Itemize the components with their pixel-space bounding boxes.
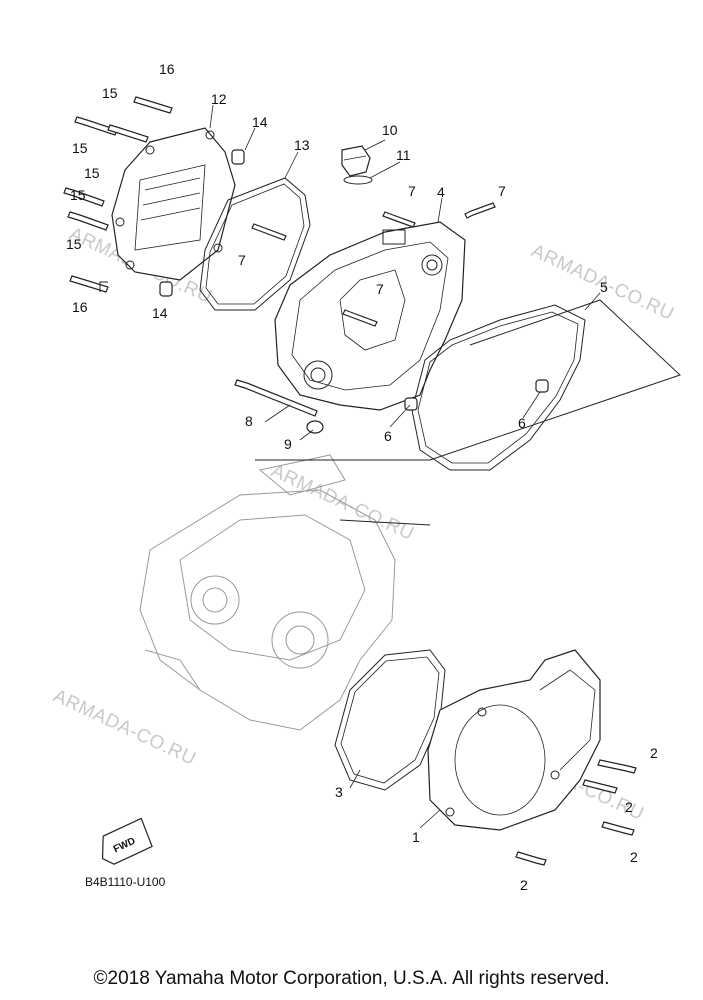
callout-16: 16 bbox=[159, 61, 175, 77]
callout-6: 6 bbox=[384, 428, 392, 444]
crankcase-cover-4 bbox=[274, 221, 466, 411]
callout-12: 12 bbox=[211, 91, 227, 107]
callout-15: 15 bbox=[84, 165, 100, 181]
oil-filler-cap-10 bbox=[341, 145, 371, 177]
bolts-7 bbox=[251, 202, 496, 327]
callout-15: 15 bbox=[102, 85, 118, 101]
engine-crankcase bbox=[139, 454, 396, 731]
callout-7: 7 bbox=[498, 183, 506, 199]
callout-13: 13 bbox=[294, 137, 310, 153]
callout-5: 5 bbox=[600, 279, 608, 295]
crankcase-cover-1 bbox=[427, 649, 601, 831]
watermark: ARMADA-CO.RU bbox=[50, 685, 199, 769]
callout-8: 8 bbox=[245, 413, 253, 429]
callout-1: 1 bbox=[412, 829, 420, 845]
cover-bolts bbox=[63, 96, 173, 293]
callout-7: 7 bbox=[376, 281, 384, 297]
diagram-code: B4B1110-U100 bbox=[85, 875, 166, 889]
bolt-8 bbox=[234, 379, 318, 417]
callout-2: 2 bbox=[520, 877, 528, 893]
gasket-5 bbox=[411, 304, 586, 471]
callout-4: 4 bbox=[437, 184, 445, 200]
bolts-2 bbox=[515, 759, 637, 866]
callout-15: 15 bbox=[66, 236, 82, 252]
o-ring-11 bbox=[343, 175, 373, 185]
washer-9 bbox=[306, 420, 324, 434]
outer-clutch-cover bbox=[111, 127, 236, 281]
leader-lines bbox=[99, 104, 681, 829]
callout-7: 7 bbox=[408, 183, 416, 199]
fwd-arrow-icon: FWD bbox=[101, 817, 153, 865]
dowel-pins-14 bbox=[159, 149, 245, 297]
copyright-notice: ©2018 Yamaha Motor Corporation, U.S.A. A… bbox=[93, 968, 610, 989]
dowel-pins-6 bbox=[404, 379, 549, 411]
callout-2: 2 bbox=[650, 745, 658, 761]
callout-6: 6 bbox=[518, 415, 526, 431]
callout-labels: 1 2 2 2 2 3 4 5 6 6 7 7 7 7 8 9 10 11 12… bbox=[66, 61, 658, 893]
callout-2: 2 bbox=[625, 799, 633, 815]
gasket-13 bbox=[199, 177, 311, 311]
callout-14: 14 bbox=[252, 114, 268, 130]
callout-15: 15 bbox=[70, 187, 86, 203]
callout-2: 2 bbox=[630, 849, 638, 865]
callout-16: 16 bbox=[72, 299, 88, 315]
callout-10: 10 bbox=[382, 122, 398, 138]
callout-11: 11 bbox=[396, 147, 411, 163]
callout-14: 14 bbox=[152, 305, 168, 321]
callout-3: 3 bbox=[335, 784, 343, 800]
callout-7: 7 bbox=[238, 252, 246, 268]
callout-15: 15 bbox=[72, 140, 88, 156]
callout-9: 9 bbox=[284, 436, 292, 452]
